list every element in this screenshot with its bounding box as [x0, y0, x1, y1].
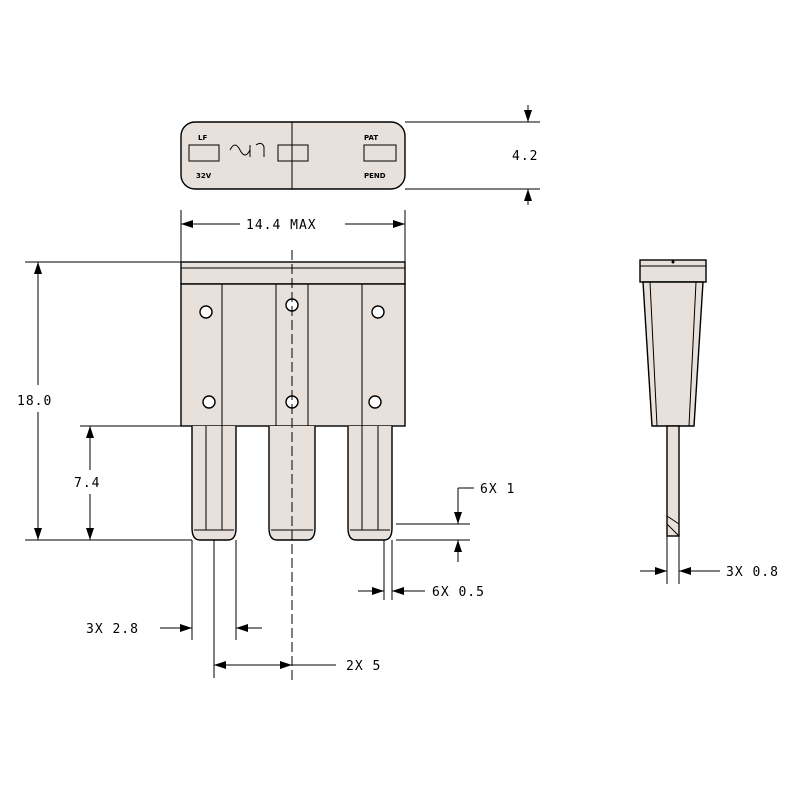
dim-width: 14.4 MAX [246, 218, 317, 233]
dim-thickness: 3X 0.8 [726, 565, 779, 580]
top-view: LF 32V PAT PEND 4.2 [180, 105, 540, 205]
dim-blade-length: 7.4 [74, 476, 100, 491]
top-label-pat: PAT [364, 134, 378, 142]
dim-overall-height: 18.0 [17, 394, 52, 409]
top-label-lf: LF [198, 134, 207, 142]
dim-pitch: 2X 5 [346, 659, 381, 674]
top-label-voltage: 32V [196, 172, 212, 180]
side-view: 3X 0.8 [639, 259, 779, 584]
front-view: 14.4 MAX [17, 210, 515, 680]
dim-blade-width: 3X 2.8 [86, 622, 139, 637]
dim-tip: 6X 1 [480, 482, 515, 497]
dim-top-height: 4.2 [512, 149, 538, 164]
dim-gap: 6X 0.5 [432, 585, 485, 600]
top-label-pend: PEND [364, 172, 386, 180]
